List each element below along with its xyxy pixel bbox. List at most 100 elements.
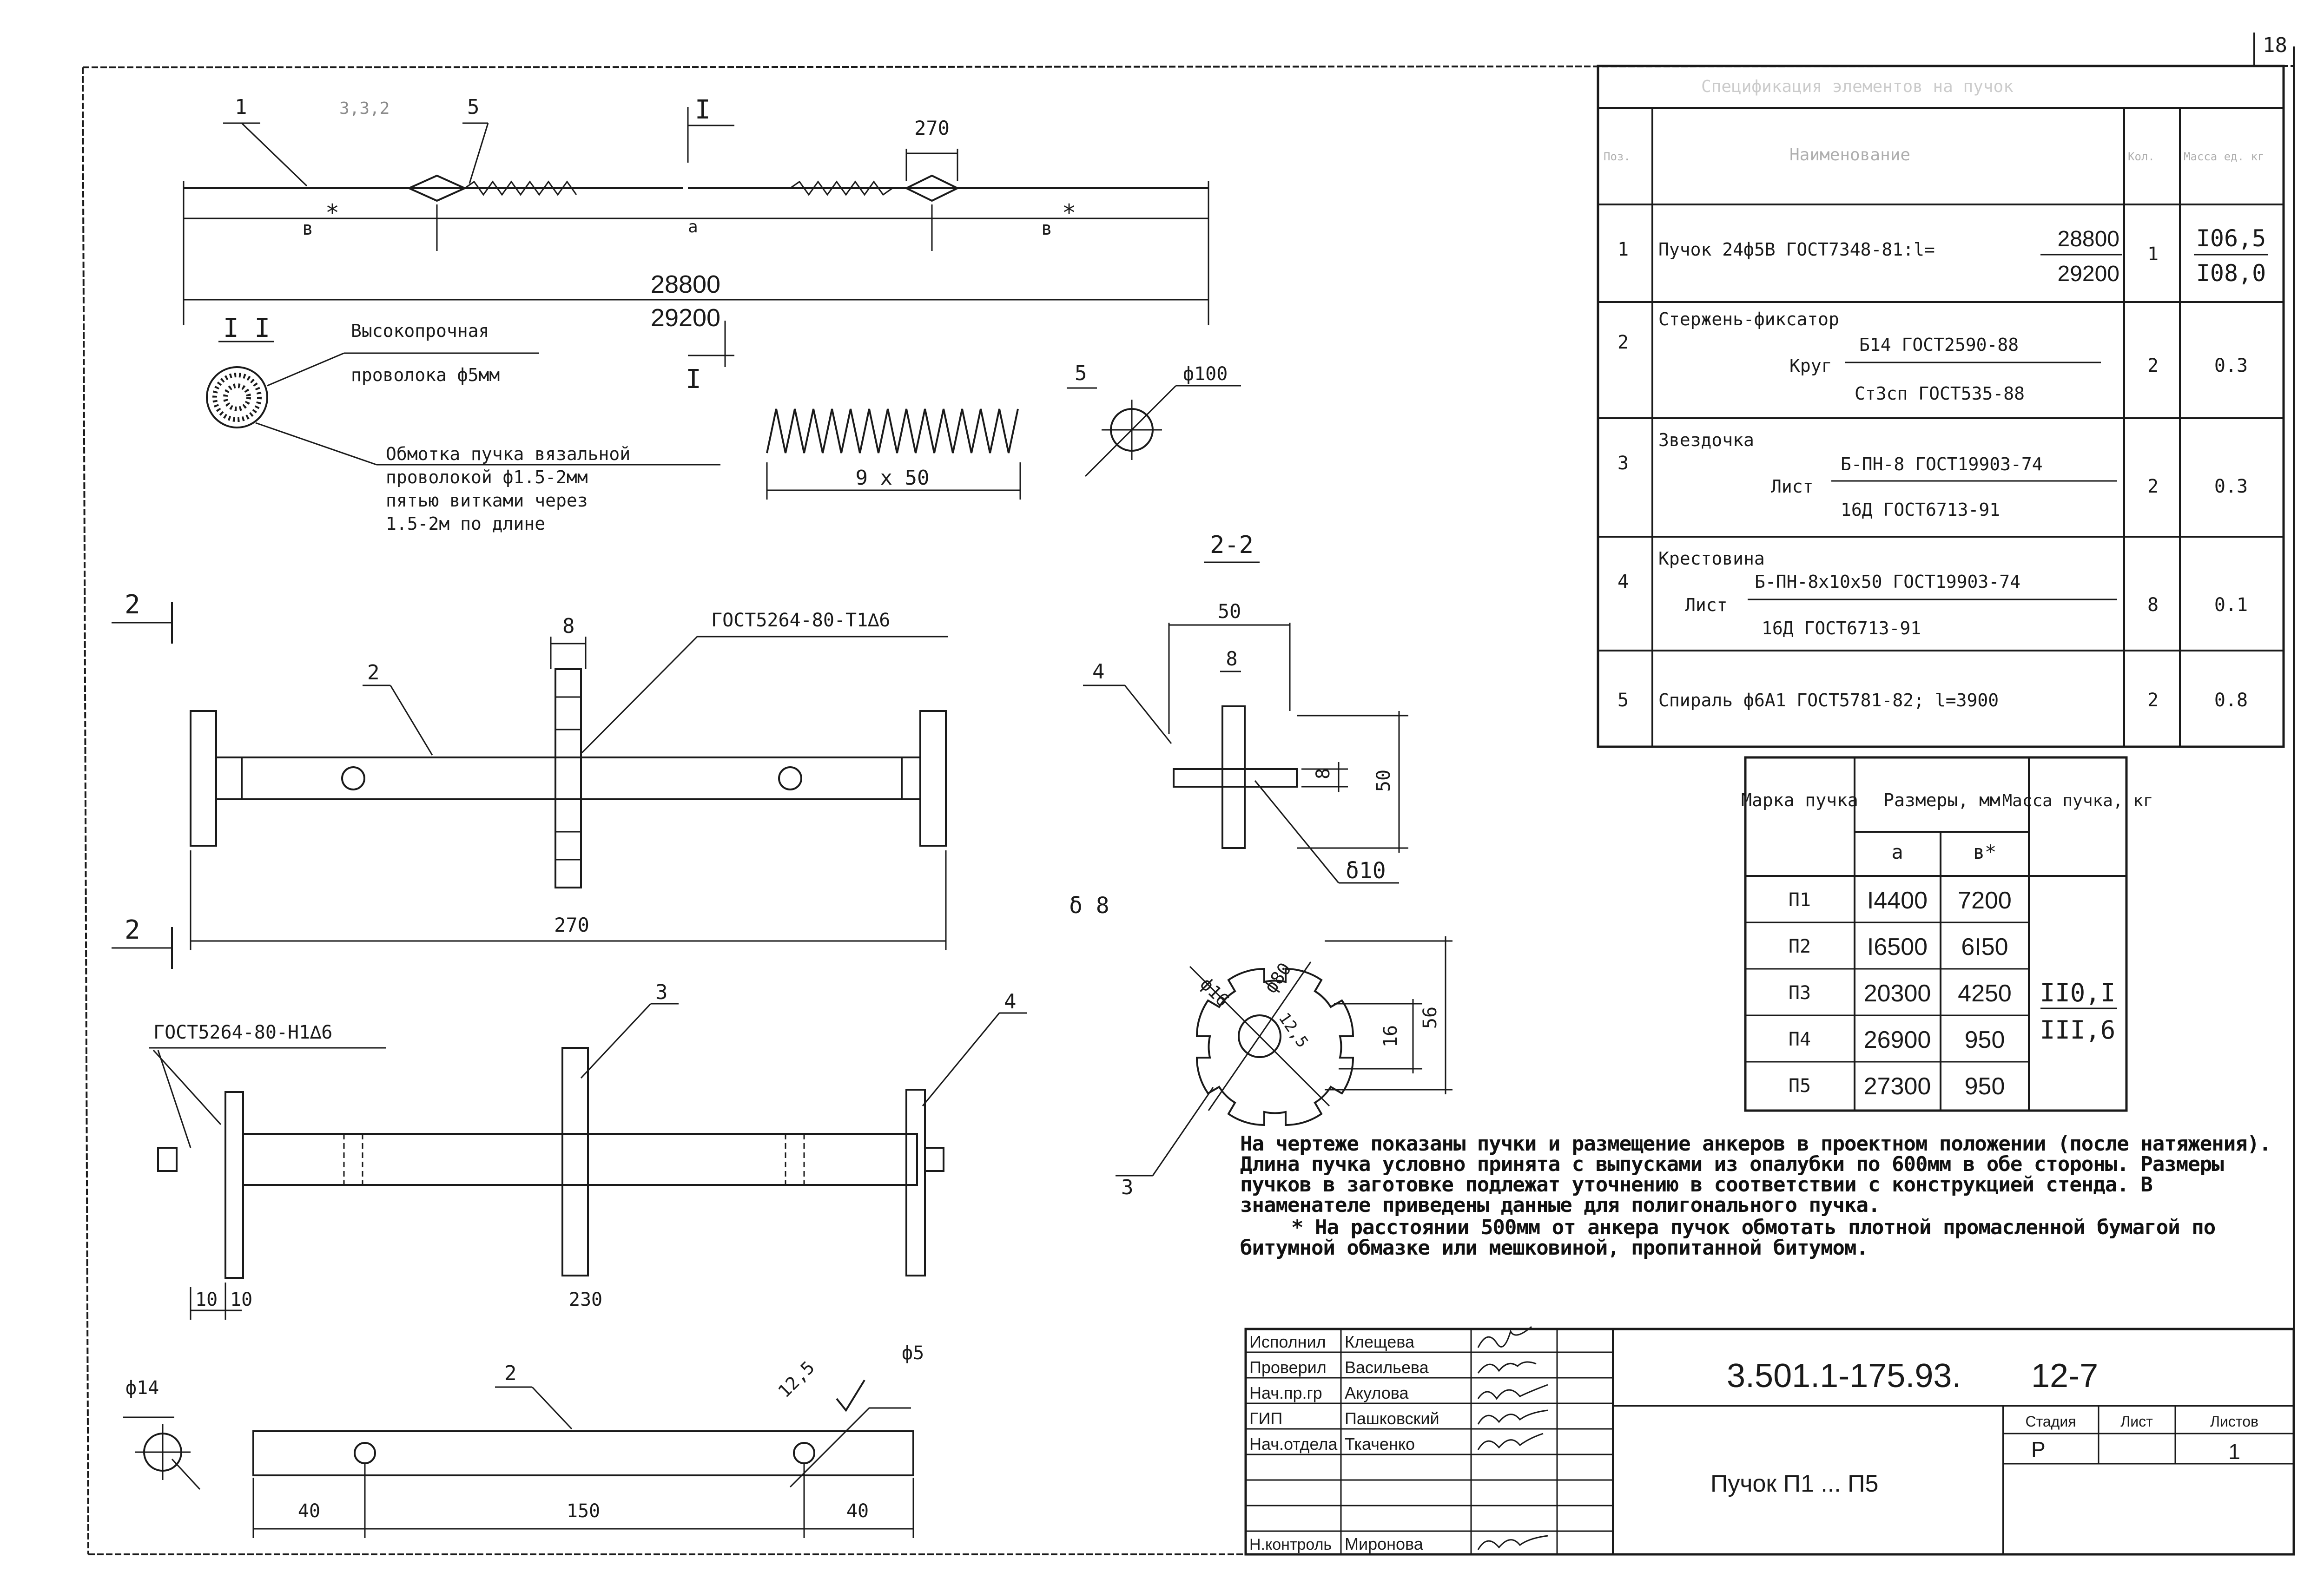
spec-row-2-qty: 2 (2147, 355, 2159, 376)
spec-row-4-name: Крестовина (1658, 548, 1765, 569)
section-I-wrap-l2: проволокой ф1.5-2мм (386, 467, 588, 487)
main-section-mark-bottom: I (686, 364, 701, 395)
tb-role-4: ГИП (1249, 1409, 1282, 1428)
section-22-view (1083, 561, 1408, 884)
main-label-b-right: в (1041, 218, 1052, 239)
star-part-dim16: 16 (1380, 1025, 1401, 1047)
brand-header-brand-text: Марка пучка (1741, 790, 1858, 810)
brand-row-5-b: 950 (1965, 1073, 2005, 1100)
assembly-pos4: 4 (1004, 990, 1017, 1013)
section-22-title: 2-2 (1210, 531, 1254, 559)
spec-row-4-den: 16Д ГОСТ6713-91 (1762, 618, 1921, 638)
spec-row-1-mass-den: I08,0 (2196, 260, 2266, 287)
section-I-wire-l1: Высокопрочная (351, 321, 489, 341)
main-dim-270: 270 (914, 117, 950, 139)
brand-row-1-brand: П1 (1789, 889, 1811, 911)
brand-row-5-a: 27300 (1864, 1073, 1931, 1100)
main-section-mark-top: I (695, 95, 711, 125)
main-length-den: 29200 (651, 304, 720, 332)
fixer-dim270: 270 (554, 914, 589, 936)
brand-row-3-b: 4250 (1958, 980, 2012, 1007)
section-I-view (206, 341, 720, 466)
spec-table (1597, 65, 2285, 748)
assembly-dim10b: 10 (230, 1289, 252, 1310)
brand-row-2-brand: П2 (1789, 936, 1811, 957)
spec-row-1-num: 28800 (2058, 227, 2119, 251)
fixer-weld: ГОСТ5264-80-Т1∆6 (711, 610, 890, 631)
spec-row-1-name: Пучок 24ф5В ГОСТ7348-81:l= (1658, 239, 1935, 260)
tb-name-1: Клещева (1345, 1332, 1415, 1351)
assembly-weld: ГОСТ5264-80-Н1∆6 (153, 1022, 332, 1043)
assembly-dim230: 230 (569, 1289, 602, 1310)
tb-role-5: Нач.отдела (1249, 1434, 1338, 1454)
spec-row-2-name: Стержень-фиксатор (1658, 309, 1839, 329)
tb-stage-label: Стадия (2025, 1413, 2076, 1430)
main-bundle-view (183, 107, 1209, 367)
spec-row-4-num: Б-ПН-8х10х50 ГОСТ19903-74 (1755, 572, 2020, 592)
title-block (1244, 1326, 2295, 1556)
spec-row-4-qty: 8 (2147, 594, 2159, 616)
spec-row-2-mass: 0.3 (2214, 355, 2248, 376)
brand-row-1-b: 7200 (1958, 887, 2012, 914)
assembly-view (149, 1003, 1027, 1320)
brand-header-sizes: Размеры, мм (1883, 790, 2000, 810)
spec-row-5-pos: 5 (1618, 690, 1629, 711)
rod-dim40a: 40 (298, 1500, 320, 1522)
section-22-dim50v: 50 (1373, 770, 1394, 792)
brand-header-brand: Марка пучка (1741, 790, 1858, 810)
rod-d5: ф5 (902, 1342, 924, 1364)
main-pos1: 1 (235, 95, 247, 119)
brand-row-4-a: 26900 (1864, 1026, 1931, 1053)
brand-mass-den: III,6 (2040, 1015, 2116, 1045)
star-part-dim56: 56 (1419, 1007, 1441, 1029)
brand-row-4-b: 950 (1965, 1026, 2005, 1053)
star-part-view (1116, 936, 1452, 1177)
section-I-wrap-l4: 1.5-2м по длине (386, 513, 545, 534)
page-number: 18 (2263, 33, 2287, 57)
spec-row-2-num: Б14 ГОСТ2590-88 (1859, 335, 2019, 355)
spec-row-5-mass: 0.8 (2214, 690, 2248, 711)
brand-header-b: в* (1973, 841, 1997, 863)
brand-row-1-a: I4400 (1867, 887, 1928, 914)
assembly-pos3: 3 (655, 980, 668, 1004)
spiral-pos: 5 (1075, 362, 1087, 385)
tb-role-3: Нач.пр.гр (1249, 1383, 1322, 1402)
fixer-dim8: 8 (562, 614, 575, 638)
spec-row-1-pos: 1 (1618, 239, 1629, 260)
tb-name: Пучок П1 ... П5 (1710, 1470, 1878, 1497)
brand-table (1744, 756, 2128, 1112)
fixer-mark-bottom: 2 (125, 915, 140, 945)
spiral-view (766, 385, 1241, 500)
spec-row-3-name: Звездочка (1658, 430, 1754, 450)
spec-header-mass: Масса ед. кг (2184, 150, 2264, 163)
tb-sheets-label: Листов (2210, 1413, 2258, 1430)
main-pos5: 5 (467, 95, 480, 119)
section-22-dim8: 8 (1226, 647, 1237, 670)
spec-title: Спецификация элементов на пучок (1701, 77, 2014, 96)
spec-row-4-mass: 0.1 (2214, 594, 2248, 616)
tb-role-8: Н.контроль (1249, 1536, 1332, 1553)
fixer-mark-top: 2 (125, 590, 140, 620)
spec-row-3-sub: Лист (1771, 476, 1814, 497)
spec-row-3-qty: 2 (2147, 476, 2159, 497)
tb-name-8: Миронова (1345, 1534, 1424, 1553)
tb-stage: Р (2031, 1437, 2046, 1461)
brand-row-2-b: 6I50 (1961, 934, 2008, 960)
section-22-dim50: 50 (1218, 600, 1241, 623)
section-22-thick: δ10 (1346, 858, 1386, 884)
tb-name-2: Васильева (1345, 1358, 1429, 1377)
spec-row-3-den: 16Д ГОСТ6713-91 (1841, 500, 2000, 520)
section-22-pos4: 4 (1092, 660, 1105, 684)
brand-header-a: а (1891, 841, 1903, 863)
tb-name-5: Ткаченко (1345, 1434, 1415, 1454)
section-I-wrap-l1: Обмотка пучка вязальной (386, 444, 630, 464)
spec-row-1-den: 29200 (2058, 262, 2119, 286)
assembly-dim10a: 10 (195, 1289, 218, 1310)
rod-rough: 12,5 (774, 1357, 819, 1402)
spec-row-3-num: Б-ПН-8 ГОСТ19903-74 (1841, 454, 2043, 474)
main-star-right: * (1062, 199, 1076, 226)
section-22-dim8v: 8 (1313, 768, 1334, 779)
spec-row-2-den: Ст3сп ГОСТ535-88 (1855, 383, 2025, 404)
star-part-pos3: 3 (1121, 1176, 1134, 1199)
